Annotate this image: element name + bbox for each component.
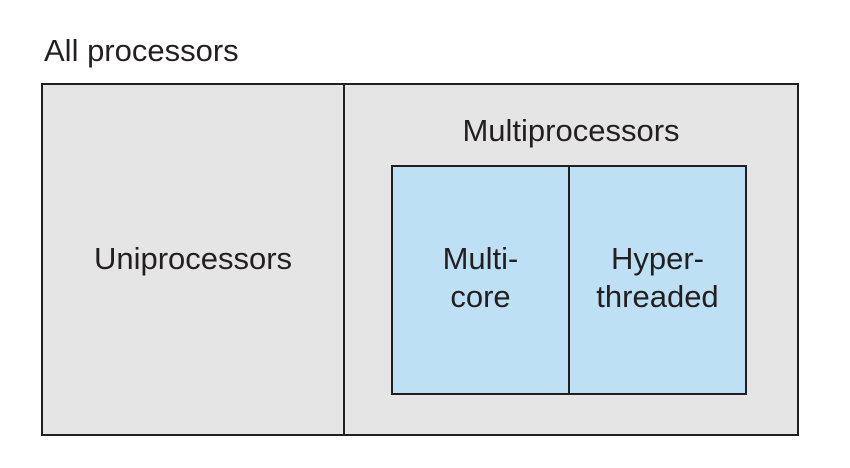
hyperthreaded-label-line1: Hyper- <box>610 241 704 276</box>
multicore-hyperthreaded-divider <box>568 165 570 395</box>
multicore-label-line1: Multi- <box>442 241 519 276</box>
multiprocessors-label: Multiprocessors <box>462 113 680 148</box>
hyperthreaded-label-line2: threaded <box>596 279 719 314</box>
hyperthreaded-label: Hyper- threaded <box>570 240 745 316</box>
multicore-label-line2: core <box>450 279 511 314</box>
diagram-title: All processors <box>44 33 239 68</box>
uniprocessors-label: Uniprocessors <box>93 241 293 276</box>
multicore-label: Multi- core <box>393 240 568 316</box>
uni-multi-divider <box>343 83 345 436</box>
